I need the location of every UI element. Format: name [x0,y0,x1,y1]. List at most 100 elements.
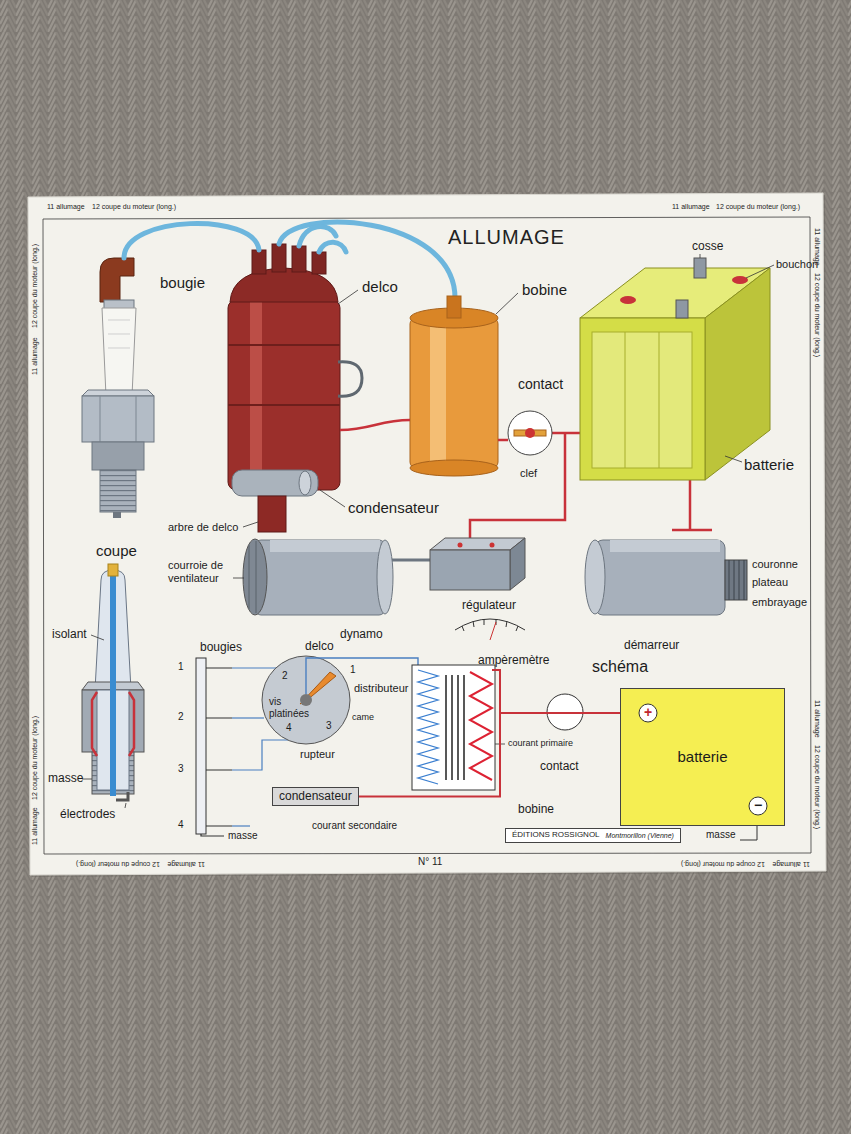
leader-line [125,803,126,808]
plug-lead [232,740,288,770]
battery-illustration [732,276,748,284]
ammeter-gauge [462,619,518,631]
part-label: couronne [752,558,798,571]
distributor [252,250,266,274]
margin-index-text: 12 coupe du moteur (long.) [76,861,160,868]
part-label: bougies [200,641,242,655]
battery-illustration [705,268,770,480]
ht-wire [319,242,346,252]
distributor [338,362,362,396]
plug-lead [232,717,264,718]
spark-plug-section [108,564,118,576]
part-label: cosse [692,240,723,254]
secondary-wire [306,658,418,694]
part-label: 3 [178,763,184,775]
part-label: masse [48,772,83,786]
part-label: batterie [744,456,794,473]
part-label: 4 [286,722,292,734]
margin-index-text: 11 allumage [167,861,205,868]
distributor [312,252,326,274]
condenser-box: condensateur [272,787,359,806]
coil-symbol [470,672,492,780]
coil-symbol [412,665,495,790]
ignition-switch [525,428,535,438]
regulator [430,538,525,590]
part-label: delco [305,640,334,654]
plug-bar [196,658,206,834]
margin-index-text: 12 coupe du moteur (long.) [814,273,821,357]
regulator [510,538,525,590]
leader-line [243,522,258,527]
distributor [228,344,340,346]
margin-index-text: 12 coupe du moteur (long.) [92,203,176,211]
distributor [292,246,306,272]
part-label: courant primaire [508,738,573,748]
wire-connector [359,713,638,797]
distributor [228,404,340,406]
part-label: ampèremètre [478,654,549,668]
plug-lead [201,834,224,836]
margin-index-text: 11 allumage [772,861,810,868]
leader-line [700,254,701,258]
ammeter-gauge [490,622,496,640]
dynamo [243,539,267,615]
spark-plug-section [82,564,144,800]
terminal-circle [749,797,767,815]
node-text: batterie [677,749,727,766]
poster-sheet [28,193,828,877]
regulator [430,538,525,550]
lt-wire [498,439,508,442]
dynamo [243,539,393,615]
leader-line [725,456,742,462]
spark-plug [108,320,130,321]
part-label: schéma [592,658,648,676]
margin-index-text: 12 coupe du moteur (long.) [31,244,38,328]
ht-wire [279,222,455,298]
part-label: courant secondaire [312,820,397,832]
leader-line [338,290,358,304]
ignition-switch [508,411,552,455]
poster-sheet [28,193,826,875]
spark-plug-section [116,792,128,800]
part-label: contact [518,376,563,392]
leader-line [233,578,244,579]
lt-wire [340,420,410,430]
part-label: coupe [96,542,137,559]
node-text: ÉDITIONS ROSSIGNOL [512,831,600,840]
ht-wire [124,223,259,258]
spark-plug [108,348,130,349]
coil-symbol [412,665,495,790]
leader-line [496,293,518,314]
regulator [490,543,495,548]
ignition-coil [447,296,461,318]
dynamo [249,545,250,609]
part-label: distributeur [354,682,408,695]
spark-plug [100,470,136,512]
dynamo [377,540,393,614]
spark-plug [100,396,101,442]
spark-plug-section [110,574,116,796]
battery-illustration [580,258,770,480]
plug-lead [232,667,276,668]
spark-plug [113,512,121,518]
node-text: − [754,798,762,813]
part-label: plateau [752,576,788,589]
part-label: 2 [282,670,288,682]
part-label: électrodes [60,808,115,822]
lt-wire [672,529,712,532]
spark-plug [136,396,137,442]
part-label: delco [362,278,398,295]
spark-plug-section [129,692,134,756]
battery-illustration [676,300,688,318]
secondary-wire [306,658,418,694]
coil-symbol [418,670,438,784]
part-label: démarreur [624,639,679,653]
poster-sheet [43,217,811,854]
part-label: 1 [350,664,356,676]
part-label: arbre de delco [168,521,238,534]
battery-illustration [592,332,692,468]
spark-plug-section [92,692,97,756]
